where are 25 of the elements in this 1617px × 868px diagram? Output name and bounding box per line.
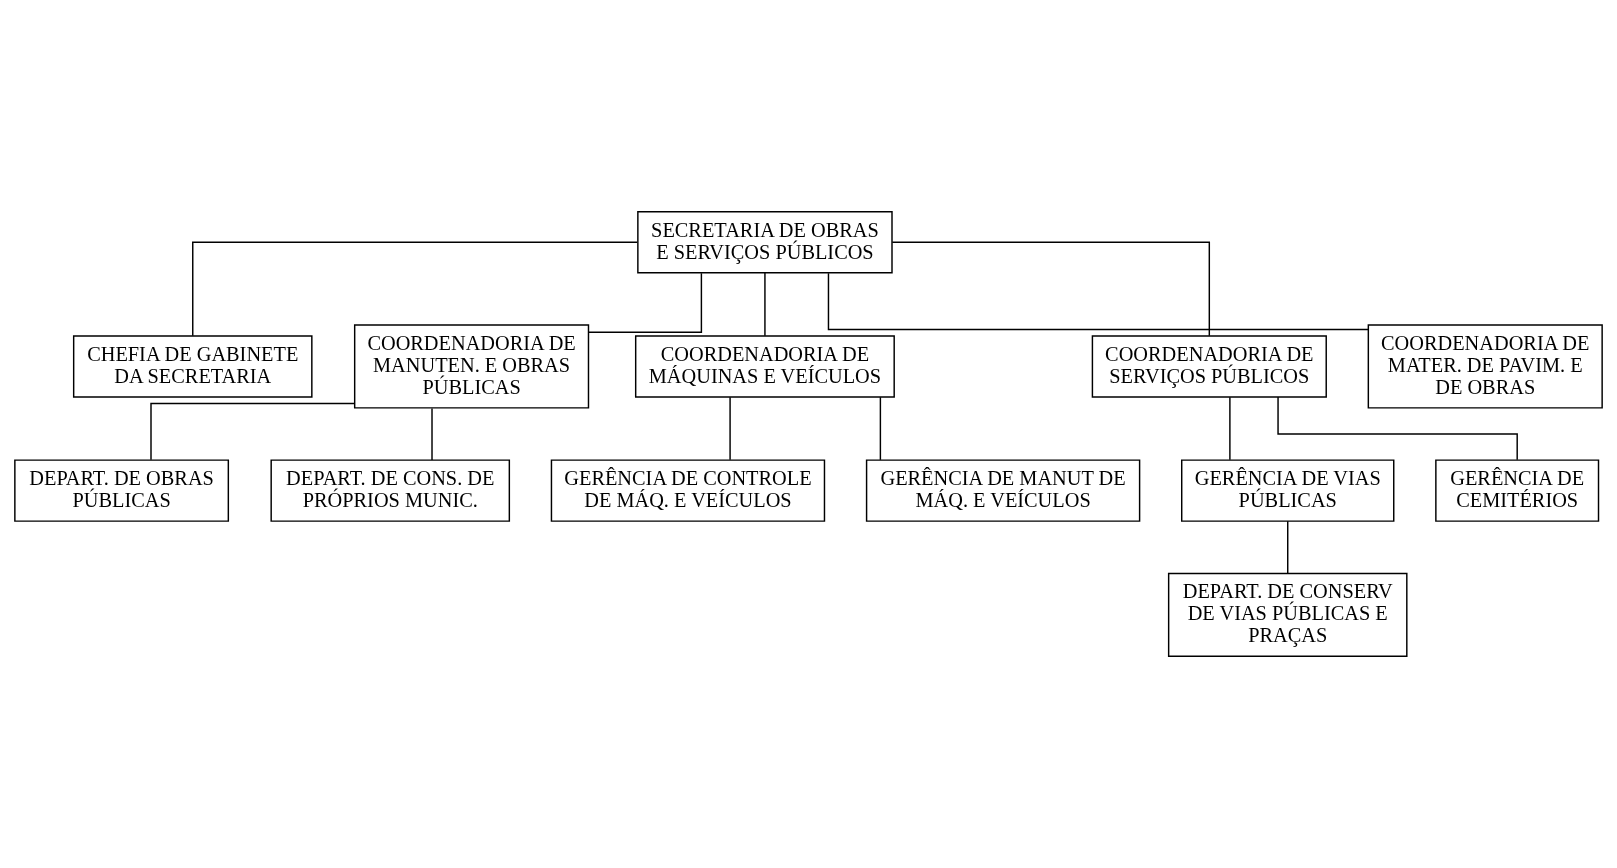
node-box: GERÊNCIA DE VIAS PÚBLICAS — [1181, 459, 1395, 522]
node-box: DEPART. DE CONS. DE PRÓPRIOS MUNIC. — [270, 459, 511, 522]
node-box: COORDENADORIA DE MATER. DE PAVIM. E DE OBRAS — [1367, 324, 1603, 409]
node-box: COORDENADORIA DE MÁQUINAS E VEÍCULOS — [634, 335, 895, 398]
connector — [1277, 396, 1518, 461]
node-box: SECRETARIA DE OBRAS E SERVIÇOS PÚBLICOS — [637, 211, 893, 274]
node-box: COORDENADORIA DE SERVIÇOS PÚBLICOS — [1091, 335, 1327, 398]
node-box: DEPART. DE CONSERV DE VIAS PÚBLICAS E PRAÇAS — [1167, 572, 1408, 657]
connector — [431, 407, 433, 461]
connector — [729, 396, 731, 461]
node-box: GERÊNCIA DE MANUT DE MÁQ. E VEÍCULOS — [865, 459, 1141, 522]
connector — [1229, 396, 1231, 461]
connector — [891, 241, 1211, 337]
node-box: CHEFIA DE GABINETE DA SECRETARIA — [72, 335, 313, 398]
connector — [587, 272, 703, 334]
node-box: GERÊNCIA DE CEMITÉRIOS — [1435, 459, 1600, 522]
node-box: DEPART. DE OBRAS PÚBLICAS — [14, 459, 230, 522]
node-box: GERÊNCIA DE CONTROLE DE MÁQ. E VEÍCULOS — [550, 459, 826, 522]
node-box: COORDENADORIA DE MANUTEN. E OBRAS PÚBLICAS — [353, 324, 590, 409]
connector — [1287, 520, 1289, 574]
connector — [192, 241, 638, 337]
connector — [150, 402, 356, 461]
connector — [879, 396, 882, 461]
connector — [827, 272, 1369, 331]
connector — [764, 272, 766, 337]
